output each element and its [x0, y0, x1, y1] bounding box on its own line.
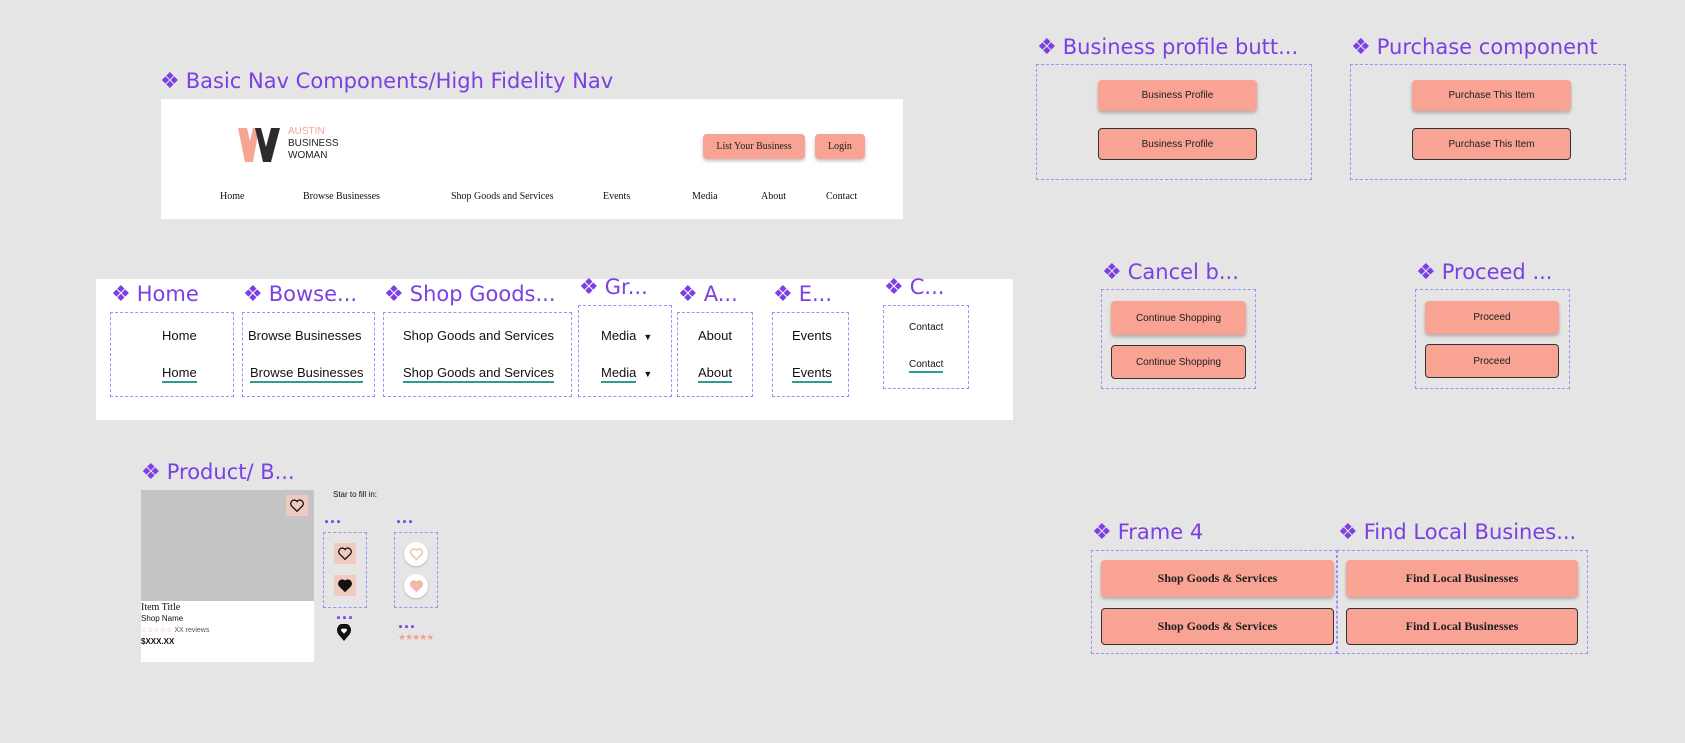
star-note: Star to fill in: — [333, 490, 378, 499]
logo-text: AUSTIN BUSINESS WOMAN — [288, 126, 339, 162]
logo-line-business: BUSINESS — [288, 138, 339, 149]
shop-name: Shop Name — [141, 614, 184, 623]
business-profile-button[interactable]: Business Profile — [1098, 80, 1257, 111]
frame-label-cancel: ❖Cancel b... — [1102, 260, 1239, 285]
rating-stars: ☆☆☆☆☆ — [141, 627, 173, 634]
tab-browse[interactable]: Browse Businesses — [248, 328, 362, 343]
nav-link-events[interactable]: Events — [603, 191, 631, 202]
frame-label-home: ❖Home — [111, 282, 199, 307]
logo-line-woman: WOMAN — [288, 150, 328, 161]
purchase-button-pressed[interactable]: Purchase This Item — [1412, 128, 1571, 160]
price: $XXX.XX — [141, 637, 175, 646]
tab-browse-active[interactable]: Browse Businesses — [250, 365, 364, 383]
heart-variants-frame — [323, 532, 367, 608]
continue-shopping-button[interactable]: Continue Shopping — [1111, 301, 1246, 335]
heart-circle-filled-icon[interactable] — [404, 574, 428, 598]
variant-label-2: ... — [396, 507, 415, 527]
shop-goods-button-pressed[interactable]: Shop Goods & Services — [1101, 608, 1334, 645]
location-pin-icon — [336, 623, 352, 646]
tab-contact[interactable]: Contact — [909, 322, 944, 333]
logo-mark — [235, 127, 285, 163]
find-local-button-pressed[interactable]: Find Local Businesses — [1346, 608, 1578, 645]
business-profile-frame — [1036, 64, 1312, 180]
tab-events[interactable]: Events — [792, 328, 832, 343]
caret-down-icon: ▼ — [643, 332, 653, 342]
proceed-button[interactable]: Proceed — [1425, 301, 1559, 334]
review-count: XX reviews — [174, 627, 210, 634]
frame-label-purchase: ❖Purchase component — [1351, 35, 1598, 60]
media-tab-frame — [578, 305, 672, 397]
tab-media-active[interactable]: Media ▼ — [601, 365, 653, 383]
heart-outline-icon[interactable] — [334, 543, 356, 564]
item-title: Item Title — [141, 602, 181, 613]
find-local-frame — [1337, 550, 1588, 654]
frame-label-business-profile: ❖Business profile butt... — [1037, 35, 1299, 60]
browse-tab-frame — [242, 312, 375, 397]
frame-label-proceed: ❖Proceed ... — [1416, 260, 1553, 285]
frame-label-contact: ❖C... — [884, 275, 945, 300]
frame-label-frame4: ❖Frame 4 — [1092, 520, 1204, 545]
favorite-heart-icon[interactable] — [286, 495, 308, 516]
frame4-frame — [1091, 550, 1337, 654]
tab-shop-active[interactable]: Shop Goods and Services — [403, 365, 555, 383]
caret-down-icon: ▼ — [643, 369, 653, 379]
variant-label-4: ... — [398, 612, 417, 632]
tab-about[interactable]: About — [698, 328, 732, 343]
shop-tab-frame — [383, 312, 572, 397]
heart-circle-outline-icon[interactable] — [404, 542, 428, 566]
variant-label-1: ... — [324, 507, 343, 527]
logo-line-austin: AUSTIN — [288, 126, 325, 137]
events-tab-frame — [772, 312, 849, 397]
nav-link-browse[interactable]: Browse Businesses — [303, 191, 380, 202]
nav-link-home[interactable]: Home — [220, 191, 245, 202]
frame-label-nav: ❖Basic Nav Components/High Fidelity Nav — [160, 69, 614, 94]
rating-stars-filled: ★★★★★ — [398, 632, 434, 642]
tab-home-active[interactable]: Home — [162, 365, 197, 383]
tab-contact-active[interactable]: Contact — [909, 359, 944, 373]
home-tab-frame — [110, 312, 234, 397]
tab-media-label: Media — [601, 328, 637, 343]
frame-label-product: ❖Product/ B... — [141, 460, 295, 485]
find-local-button[interactable]: Find Local Businesses — [1346, 560, 1578, 597]
frame-label-events: ❖E... — [773, 282, 833, 307]
tab-media-active-label: Media — [601, 365, 637, 383]
tab-shop[interactable]: Shop Goods and Services — [403, 328, 555, 343]
variant-label-3: ... — [336, 603, 355, 623]
product-image — [141, 490, 314, 601]
tab-about-active[interactable]: About — [698, 365, 732, 383]
continue-shopping-button-pressed[interactable]: Continue Shopping — [1111, 345, 1246, 379]
nav-link-media[interactable]: Media — [692, 191, 718, 202]
heart-filled-icon[interactable] — [334, 575, 356, 596]
frame-label-browse: ❖Bowse... — [243, 282, 358, 307]
about-tab-frame — [677, 312, 753, 397]
business-profile-button-pressed[interactable]: Business Profile — [1098, 128, 1257, 160]
nav-link-shop[interactable]: Shop Goods and Services — [451, 191, 554, 202]
rating-row: ☆☆☆☆☆ XX reviews — [141, 626, 209, 634]
proceed-button-pressed[interactable]: Proceed — [1425, 344, 1559, 378]
list-business-button[interactable]: List Your Business — [703, 134, 805, 159]
nav-link-about[interactable]: About — [761, 191, 786, 202]
cancel-frame — [1101, 289, 1256, 389]
tab-home[interactable]: Home — [162, 328, 197, 343]
tab-media[interactable]: Media ▼ — [601, 328, 652, 343]
login-button[interactable]: Login — [815, 134, 865, 159]
frame-label-shop: ❖Shop Goods... — [384, 282, 556, 307]
tab-events-active[interactable]: Events — [792, 365, 832, 383]
product-card[interactable]: Item Title Shop Name ☆☆☆☆☆ XX reviews $X… — [141, 490, 314, 662]
proceed-frame — [1415, 289, 1570, 389]
purchase-button[interactable]: Purchase This Item — [1412, 80, 1571, 111]
nav-link-contact[interactable]: Contact — [826, 191, 858, 202]
contact-tab-frame — [883, 305, 969, 389]
frame-label-about: ❖A... — [678, 282, 738, 307]
shop-goods-button[interactable]: Shop Goods & Services — [1101, 560, 1334, 597]
purchase-frame — [1350, 64, 1626, 180]
frame-label-find-local: ❖Find Local Busines... — [1338, 520, 1577, 545]
frame-label-media: ❖Gr... — [579, 275, 648, 300]
nav-header-frame: AUSTIN BUSINESS WOMAN List Your Business… — [161, 99, 903, 219]
circle-heart-variants-frame — [394, 532, 438, 608]
